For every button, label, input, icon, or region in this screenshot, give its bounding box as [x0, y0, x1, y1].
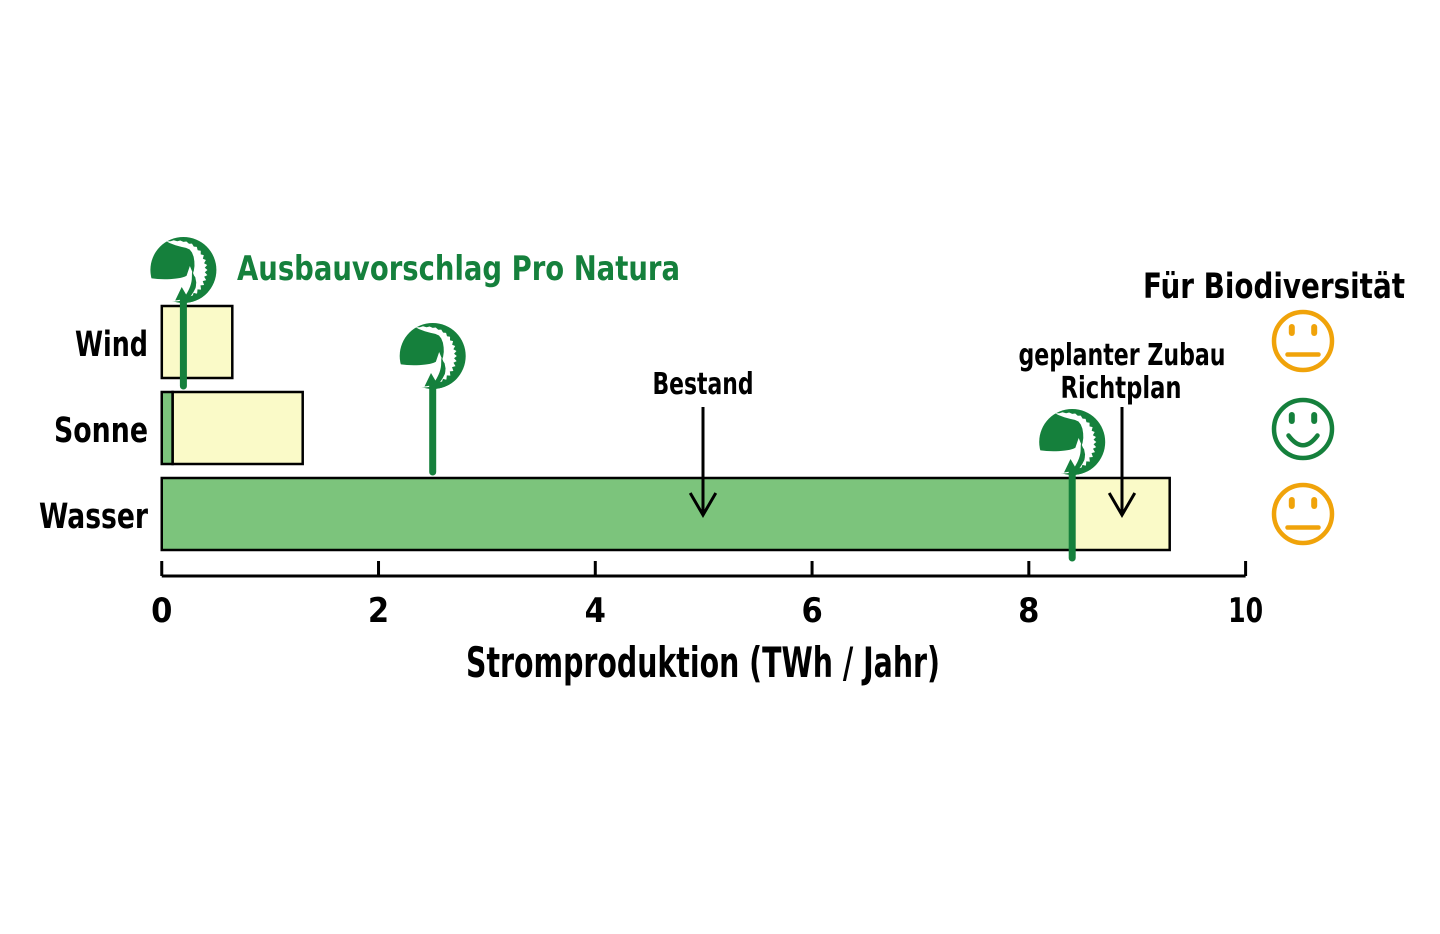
- annotation-bestand-arrow: [688, 407, 718, 518]
- x-tick-label-8: 8: [1018, 591, 1039, 631]
- biodiversity-title: Für Biodiversität: [1143, 267, 1405, 307]
- marker-arrow-head: [175, 287, 189, 301]
- marker-wind: [150, 237, 217, 390]
- x-tick-labels: 0 2 4 6 8 10: [151, 591, 1263, 631]
- pro-natura-markers: [150, 237, 1106, 562]
- bar-bestand-wasser: [160, 476, 1074, 552]
- x-tick-label-6: 6: [801, 591, 822, 631]
- marker-sonne: [399, 323, 466, 476]
- x-tick-label-0: 0: [151, 591, 172, 631]
- category-label-sonne: Sonne: [54, 411, 148, 451]
- x-axis-title: Stromproduktion (TWh / Jahr): [466, 638, 940, 687]
- x-tick-label-4: 4: [585, 591, 606, 631]
- x-tick-label-2: 2: [368, 591, 389, 631]
- annotation-richtplan-label-line1: geplanter Zubau: [1019, 338, 1226, 373]
- marker-arrow-head: [424, 373, 438, 387]
- annotation-richtplan-label-line2: Richtplan: [1061, 371, 1182, 406]
- bar-zubau-wind: [160, 304, 234, 380]
- bar-zubau-sonne: [171, 390, 304, 466]
- bars: [160, 304, 1171, 552]
- marker-wasser: [1039, 409, 1106, 562]
- category-label-wasser: Wasser: [39, 497, 148, 537]
- marker-arrow-head: [1064, 459, 1078, 473]
- category-label-wind: Wind: [75, 325, 148, 365]
- x-tick-label-10: 10: [1228, 591, 1263, 631]
- x-axis: [160, 561, 1248, 578]
- legend-label: Ausbauvorschlag Pro Natura: [237, 249, 680, 289]
- annotation-richtplan-arrow: [1107, 407, 1137, 518]
- annotation-bestand-label: Bestand: [653, 367, 754, 402]
- category-labels: Wind Sonne Wasser: [39, 325, 148, 537]
- bar-bestand-sonne: [160, 390, 174, 466]
